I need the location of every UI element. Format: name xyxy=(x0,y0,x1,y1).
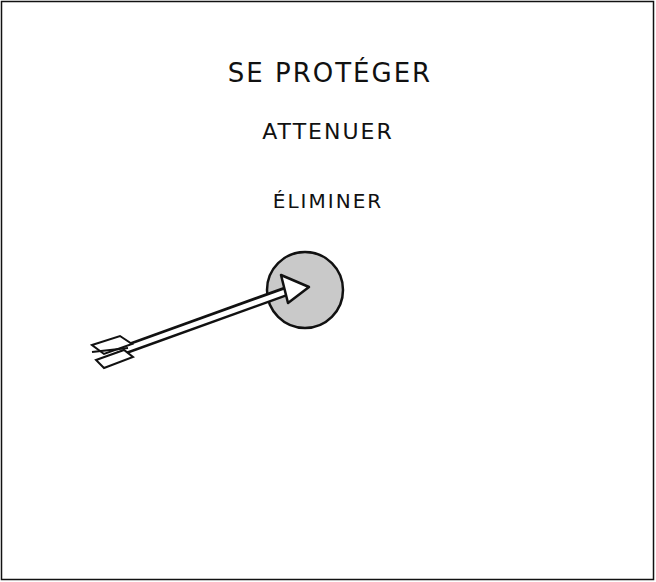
arrow xyxy=(92,275,309,368)
outer-ring: SE PROTÉGER ATTENUER ÉLIMINER xyxy=(75,35,585,545)
arrow-feather xyxy=(96,350,133,368)
ring-circle xyxy=(77,37,583,543)
ring-label: ATTENUER xyxy=(262,120,393,144)
middle-ring: ATTENUER ÉLIMINER xyxy=(143,100,513,470)
ring-circle xyxy=(210,172,446,408)
ring-circle xyxy=(145,102,511,468)
ring-label: SE PROTÉGER xyxy=(228,59,432,88)
arrow-shaft xyxy=(118,292,285,352)
ring-label: ÉLIMINER xyxy=(273,190,383,212)
arrow-feather-line xyxy=(92,348,128,352)
arrow-head xyxy=(281,275,309,303)
inner-ring: ÉLIMINER xyxy=(208,170,448,410)
ring-outline xyxy=(143,100,513,470)
arrow-shaft-outline xyxy=(118,291,287,352)
ring-outline xyxy=(75,35,585,545)
